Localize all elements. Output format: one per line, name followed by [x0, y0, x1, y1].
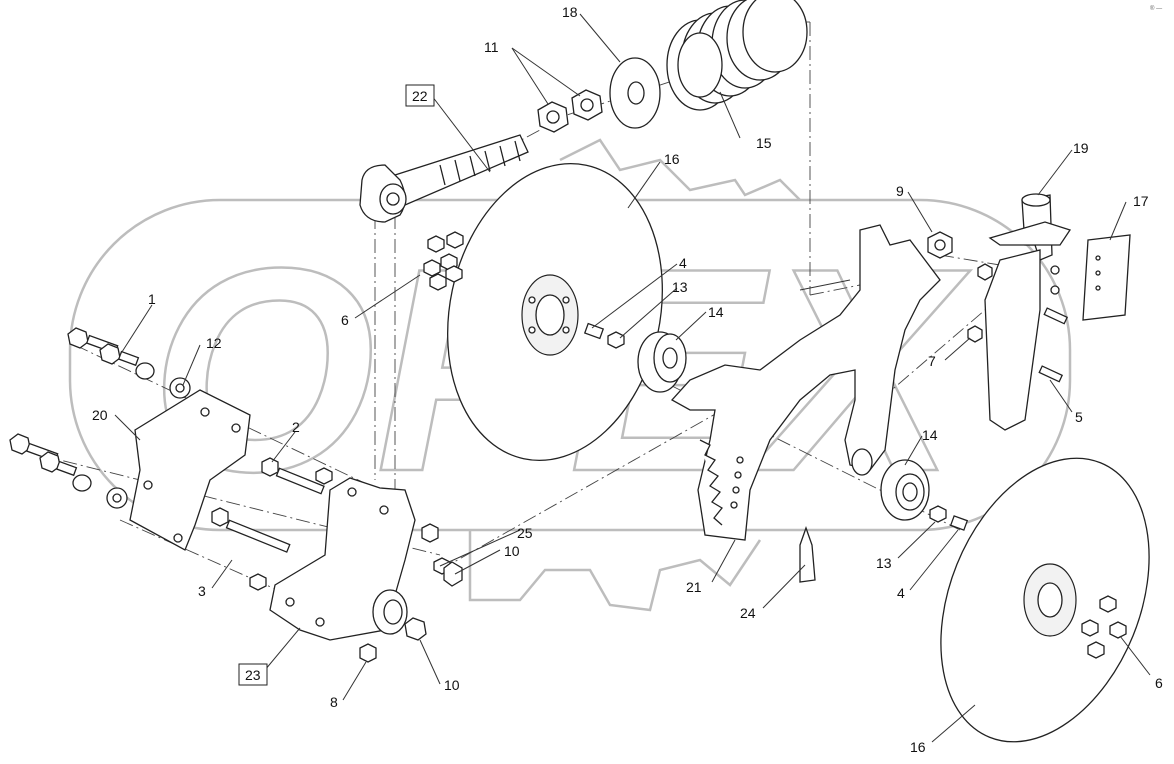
- callout-18: 18: [562, 4, 578, 20]
- callout-19: 19: [1073, 140, 1089, 156]
- bolts-3: [9, 433, 128, 509]
- callout-labels: 1 2 3 4 4 5 6 6 7 8 9 10 10 11 12 13 13 …: [92, 4, 1163, 755]
- pivot-bracket: [269, 477, 416, 641]
- mounting-plate: [129, 389, 251, 551]
- callout-10-lower: 10: [444, 677, 460, 693]
- callout-6-right: 6: [1155, 675, 1163, 691]
- callout-7: 7: [928, 353, 936, 369]
- callout-1: 1: [148, 291, 156, 307]
- callout-22: 22: [412, 88, 428, 104]
- callout-10-upper: 10: [504, 543, 520, 559]
- callout-13-upper: 13: [672, 279, 688, 295]
- boxed-callout-23: 23: [238, 663, 268, 686]
- disc-bolt-set-upper: [423, 231, 464, 291]
- hub-bearing-upper: [637, 331, 687, 393]
- callout-4-lower: 4: [897, 585, 905, 601]
- callout-20: 20: [92, 407, 108, 423]
- callout-25: 25: [517, 525, 533, 541]
- callout-6-left: 6: [341, 312, 349, 328]
- corner-mark: ® —: [1150, 5, 1162, 12]
- scraper-blade: [1082, 234, 1131, 321]
- callout-3: 3: [198, 583, 206, 599]
- scraper-bracket: [984, 193, 1072, 431]
- eye-bolt: [359, 134, 529, 223]
- nuts-10-8-25: [359, 523, 463, 663]
- callout-14-right: 14: [922, 427, 938, 443]
- callout-2: 2: [292, 419, 300, 435]
- callout-5: 5: [1075, 409, 1083, 425]
- boxed-callout-22: 22: [405, 84, 435, 107]
- bolt-5: [1038, 307, 1069, 383]
- bolts-1: [67, 327, 191, 399]
- callout-16-upper: 16: [664, 151, 680, 167]
- hub-bearing-lower: [880, 459, 969, 531]
- hex-nuts-pair: [537, 89, 603, 133]
- callout-15: 15: [756, 135, 772, 151]
- callout-9: 9: [896, 183, 904, 199]
- callout-24: 24: [740, 605, 756, 621]
- coil-spring: [666, 0, 808, 111]
- callout-14-upper: 14: [708, 304, 724, 320]
- nut-9: [927, 231, 953, 259]
- callout-23: 23: [245, 667, 261, 683]
- callout-8: 8: [330, 694, 338, 710]
- grease-tube: [799, 526, 816, 583]
- hub-bolt-upper: [583, 322, 625, 349]
- callout-17: 17: [1133, 193, 1149, 209]
- spring-washer: [609, 57, 661, 129]
- long-bolts: [211, 457, 333, 591]
- leader-lines: [114, 13, 1151, 743]
- callout-21: 21: [686, 579, 702, 595]
- callout-12: 12: [206, 335, 222, 351]
- callout-16-lower: 16: [910, 739, 926, 755]
- disc-blade-lower: [940, 457, 1150, 743]
- callout-11: 11: [484, 39, 499, 55]
- nut-7: [967, 263, 993, 343]
- main-arm: [670, 224, 941, 541]
- callout-4-upper: 4: [679, 255, 687, 271]
- disc-blade-upper: [447, 163, 663, 461]
- callout-13-lower: 13: [876, 555, 892, 571]
